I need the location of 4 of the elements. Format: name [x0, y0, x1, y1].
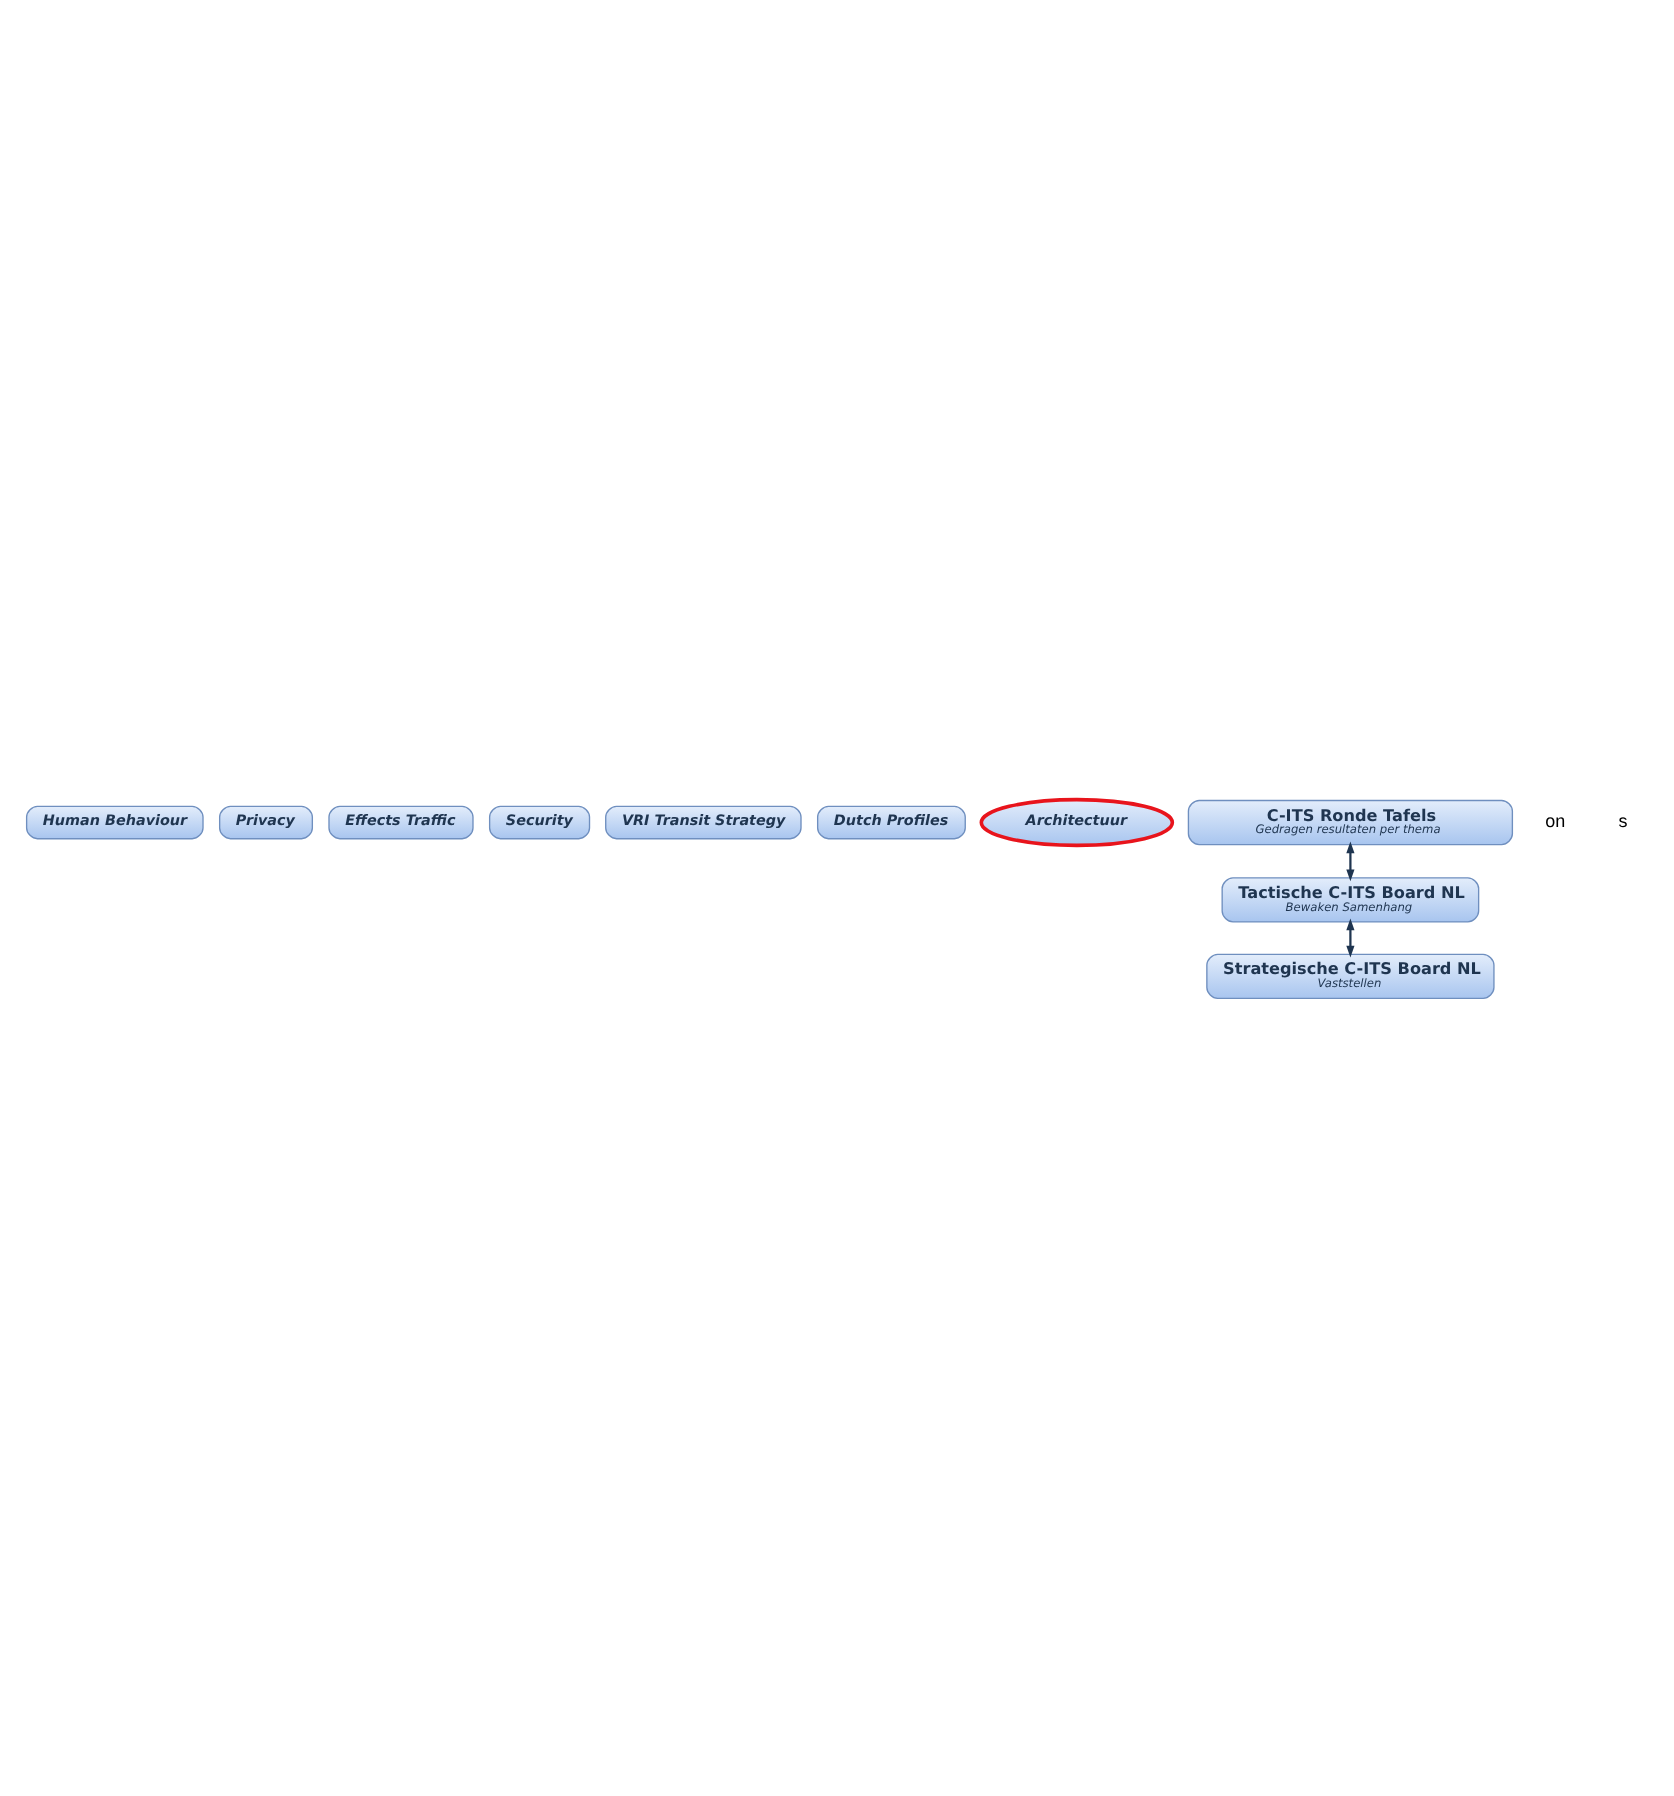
label: s	[1618, 810, 1628, 830]
label: on	[1545, 810, 1566, 830]
arrow	[1346, 917, 1355, 957]
arrow	[1346, 840, 1355, 881]
